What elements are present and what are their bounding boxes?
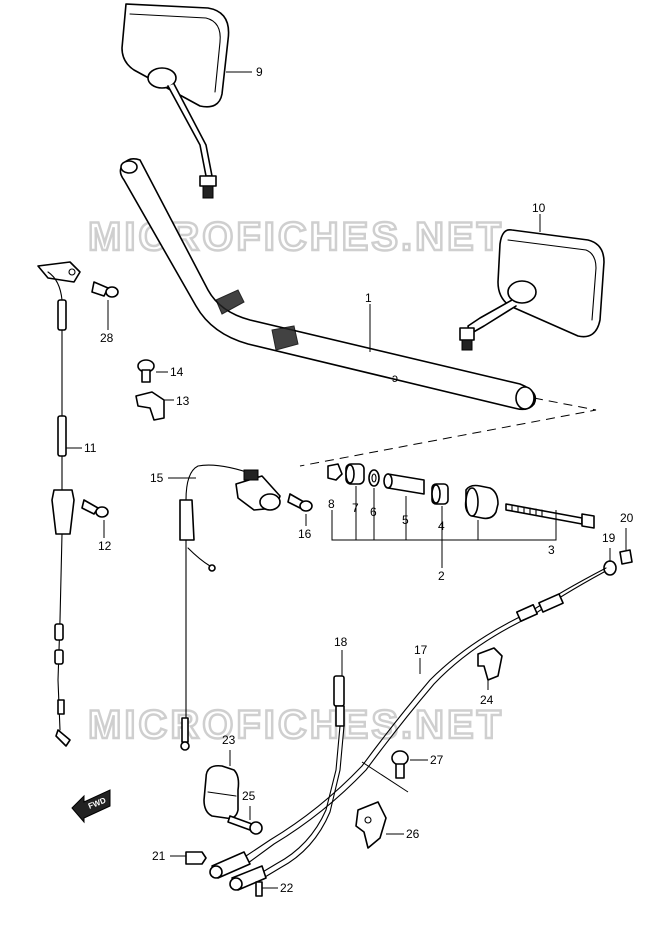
part-16-screw[interactable] — [287, 493, 313, 512]
callout-14[interactable]: 14 — [170, 365, 184, 379]
part-3-balancer-weight[interactable] — [464, 484, 499, 520]
callout-20[interactable]: 20 — [620, 511, 634, 525]
callout-9[interactable]: 9 — [256, 65, 263, 79]
part-8-bushing[interactable] — [327, 463, 343, 481]
callout-5[interactable]: 5 — [402, 513, 409, 527]
part-14-bolt[interactable] — [137, 359, 155, 383]
part-28-screw[interactable] — [91, 281, 119, 298]
callout-6[interactable]: 6 — [370, 505, 377, 519]
callout-8[interactable]: 8 — [328, 497, 335, 511]
callout-4[interactable]: 4 — [438, 519, 445, 533]
callout-11[interactable]: 11 — [84, 441, 97, 455]
fwd-arrow-icon: FWD — [71, 789, 111, 824]
callout-25[interactable]: 25 — [242, 789, 256, 803]
part-1-handlebar[interactable]: ɔ — [119, 158, 537, 411]
callout-18[interactable]: 18 — [334, 635, 348, 649]
part-25-screw[interactable] — [227, 815, 263, 835]
callout-27[interactable]: 27 — [430, 753, 444, 767]
part-27-bolt[interactable] — [391, 750, 409, 779]
part-3-bolt[interactable] — [505, 503, 595, 529]
part-12-screw[interactable] — [81, 499, 109, 518]
part-20-nut[interactable] — [619, 549, 633, 565]
callout-3[interactable]: 3 — [548, 543, 555, 557]
callout-2[interactable]: 2 — [438, 569, 445, 583]
part-13-clamp[interactable] — [135, 391, 165, 421]
dashed-guide — [299, 397, 597, 467]
part-18-throttle-cable[interactable] — [229, 675, 345, 891]
callout-22[interactable]: 22 — [280, 881, 294, 895]
watermark-bottom: MICROFICHES.NET — [88, 703, 504, 747]
callout-16[interactable]: 16 — [298, 527, 312, 541]
part-7-spacer[interactable] — [345, 463, 365, 485]
callout-17[interactable]: 17 — [414, 643, 428, 657]
callout-7[interactable]: 7 — [352, 501, 359, 515]
part-10-right-mirror[interactable] — [459, 228, 605, 351]
part-22-clip[interactable] — [255, 881, 263, 897]
svg-text:ɔ: ɔ — [392, 371, 398, 385]
callout-26[interactable]: 26 — [406, 827, 420, 841]
callout-13[interactable]: 13 — [176, 394, 190, 408]
part-11-cable[interactable] — [37, 261, 81, 747]
part-21-pin[interactable] — [185, 851, 207, 865]
callout-21[interactable]: 21 — [152, 849, 166, 863]
callout-15[interactable]: 15 — [150, 471, 164, 485]
part-9-left-mirror[interactable] — [121, 3, 230, 199]
callout-24[interactable]: 24 — [480, 693, 494, 707]
callout-10[interactable]: 10 — [532, 201, 546, 215]
callout-19[interactable]: 19 — [602, 531, 616, 545]
part-4-spacer[interactable] — [431, 483, 449, 505]
part-24-bracket[interactable] — [477, 647, 503, 681]
part-15-choke-cable[interactable] — [179, 464, 281, 751]
part-5-rubber[interactable] — [383, 473, 425, 495]
callout-28[interactable]: 28 — [100, 331, 114, 345]
part-23-holder[interactable] — [203, 764, 240, 820]
callout-12[interactable]: 12 — [98, 539, 112, 553]
part-6-washer[interactable] — [368, 469, 380, 487]
callout-23[interactable]: 23 — [222, 733, 236, 747]
callout-1[interactable]: 1 — [365, 291, 372, 305]
part-26-bracket[interactable] — [355, 801, 387, 849]
